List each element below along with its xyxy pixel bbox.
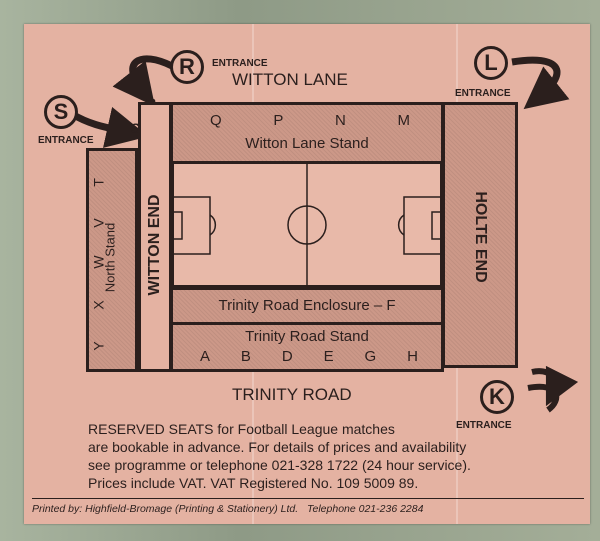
witton-lane-stand [170, 102, 444, 164]
entrance-s-icon: S [44, 95, 78, 129]
witton-lane-stand-name: Witton Lane Stand [245, 135, 369, 152]
trinity-road-stand [170, 322, 444, 372]
block-w: W [90, 255, 107, 269]
block-q: Q [210, 112, 222, 129]
road-witton-lane: WITTON LANE [232, 70, 348, 89]
north-stand [86, 148, 138, 372]
block-e: E [323, 348, 334, 365]
entrance-r-label: ENTRANCE [212, 58, 268, 69]
note-line: RESERVED SEATS for Football League match… [88, 421, 395, 437]
block-g: G [364, 348, 377, 365]
note-line: see programme or telephone 021-328 1722 … [88, 457, 471, 473]
corner-s: S [131, 120, 141, 136]
road-trinity-road: TRINITY ROAD [232, 385, 352, 404]
reserved-seats-notes: RESERVED SEATS for Football League match… [88, 420, 471, 492]
note-line: Prices include VAT. VAT Registered No. 1… [88, 475, 419, 491]
pitch-markings [172, 162, 442, 287]
block-p: P [273, 112, 284, 129]
trinity-road-stand-name: Trinity Road Stand [245, 328, 369, 345]
note-line: are bookable in advance. For details of … [88, 439, 467, 455]
witton-end [138, 102, 172, 372]
entrance-l-label: ENTRANCE [455, 88, 511, 99]
arrow-r [112, 55, 174, 107]
block-v: V [90, 218, 107, 228]
block-b: B [240, 348, 251, 365]
block-h: H [407, 348, 418, 365]
trinity-road-enclosure-name: Trinity Road Enclosure – F [218, 297, 396, 314]
entrance-s-label: ENTRANCE [38, 135, 94, 146]
entrance-k-label: ENTRANCE [456, 420, 512, 431]
block-d: D [281, 348, 293, 365]
entrance-r-icon: R [170, 50, 204, 84]
block-a: A [200, 348, 211, 365]
witton-end-label: WITTON END [146, 194, 163, 296]
holte-end-label: HOLTE END [472, 191, 489, 283]
block-x: X [90, 300, 107, 310]
printer-telephone: Telephone 021-236 2284 [307, 503, 424, 515]
block-n: N [335, 112, 346, 129]
printer-footer: Printed by: Highfield-Bromage (Printing … [32, 498, 584, 515]
arrow-k [527, 371, 556, 410]
block-y: Y [90, 341, 107, 351]
arrow-s [70, 106, 149, 148]
block-t: T [90, 178, 107, 187]
trinity-road-blocks: A B D E G H [200, 348, 418, 365]
holte-end [442, 102, 518, 368]
arrow-l [511, 56, 570, 110]
entrance-l-icon: L [474, 46, 508, 80]
north-stand-blocks: T V W X Y [90, 172, 107, 352]
printer-name: Printed by: Highfield-Bromage (Printing … [32, 503, 299, 515]
block-m: M [397, 112, 411, 129]
entrance-k-icon: K [480, 380, 514, 414]
witton-lane-blocks: Q P N M [210, 112, 410, 129]
